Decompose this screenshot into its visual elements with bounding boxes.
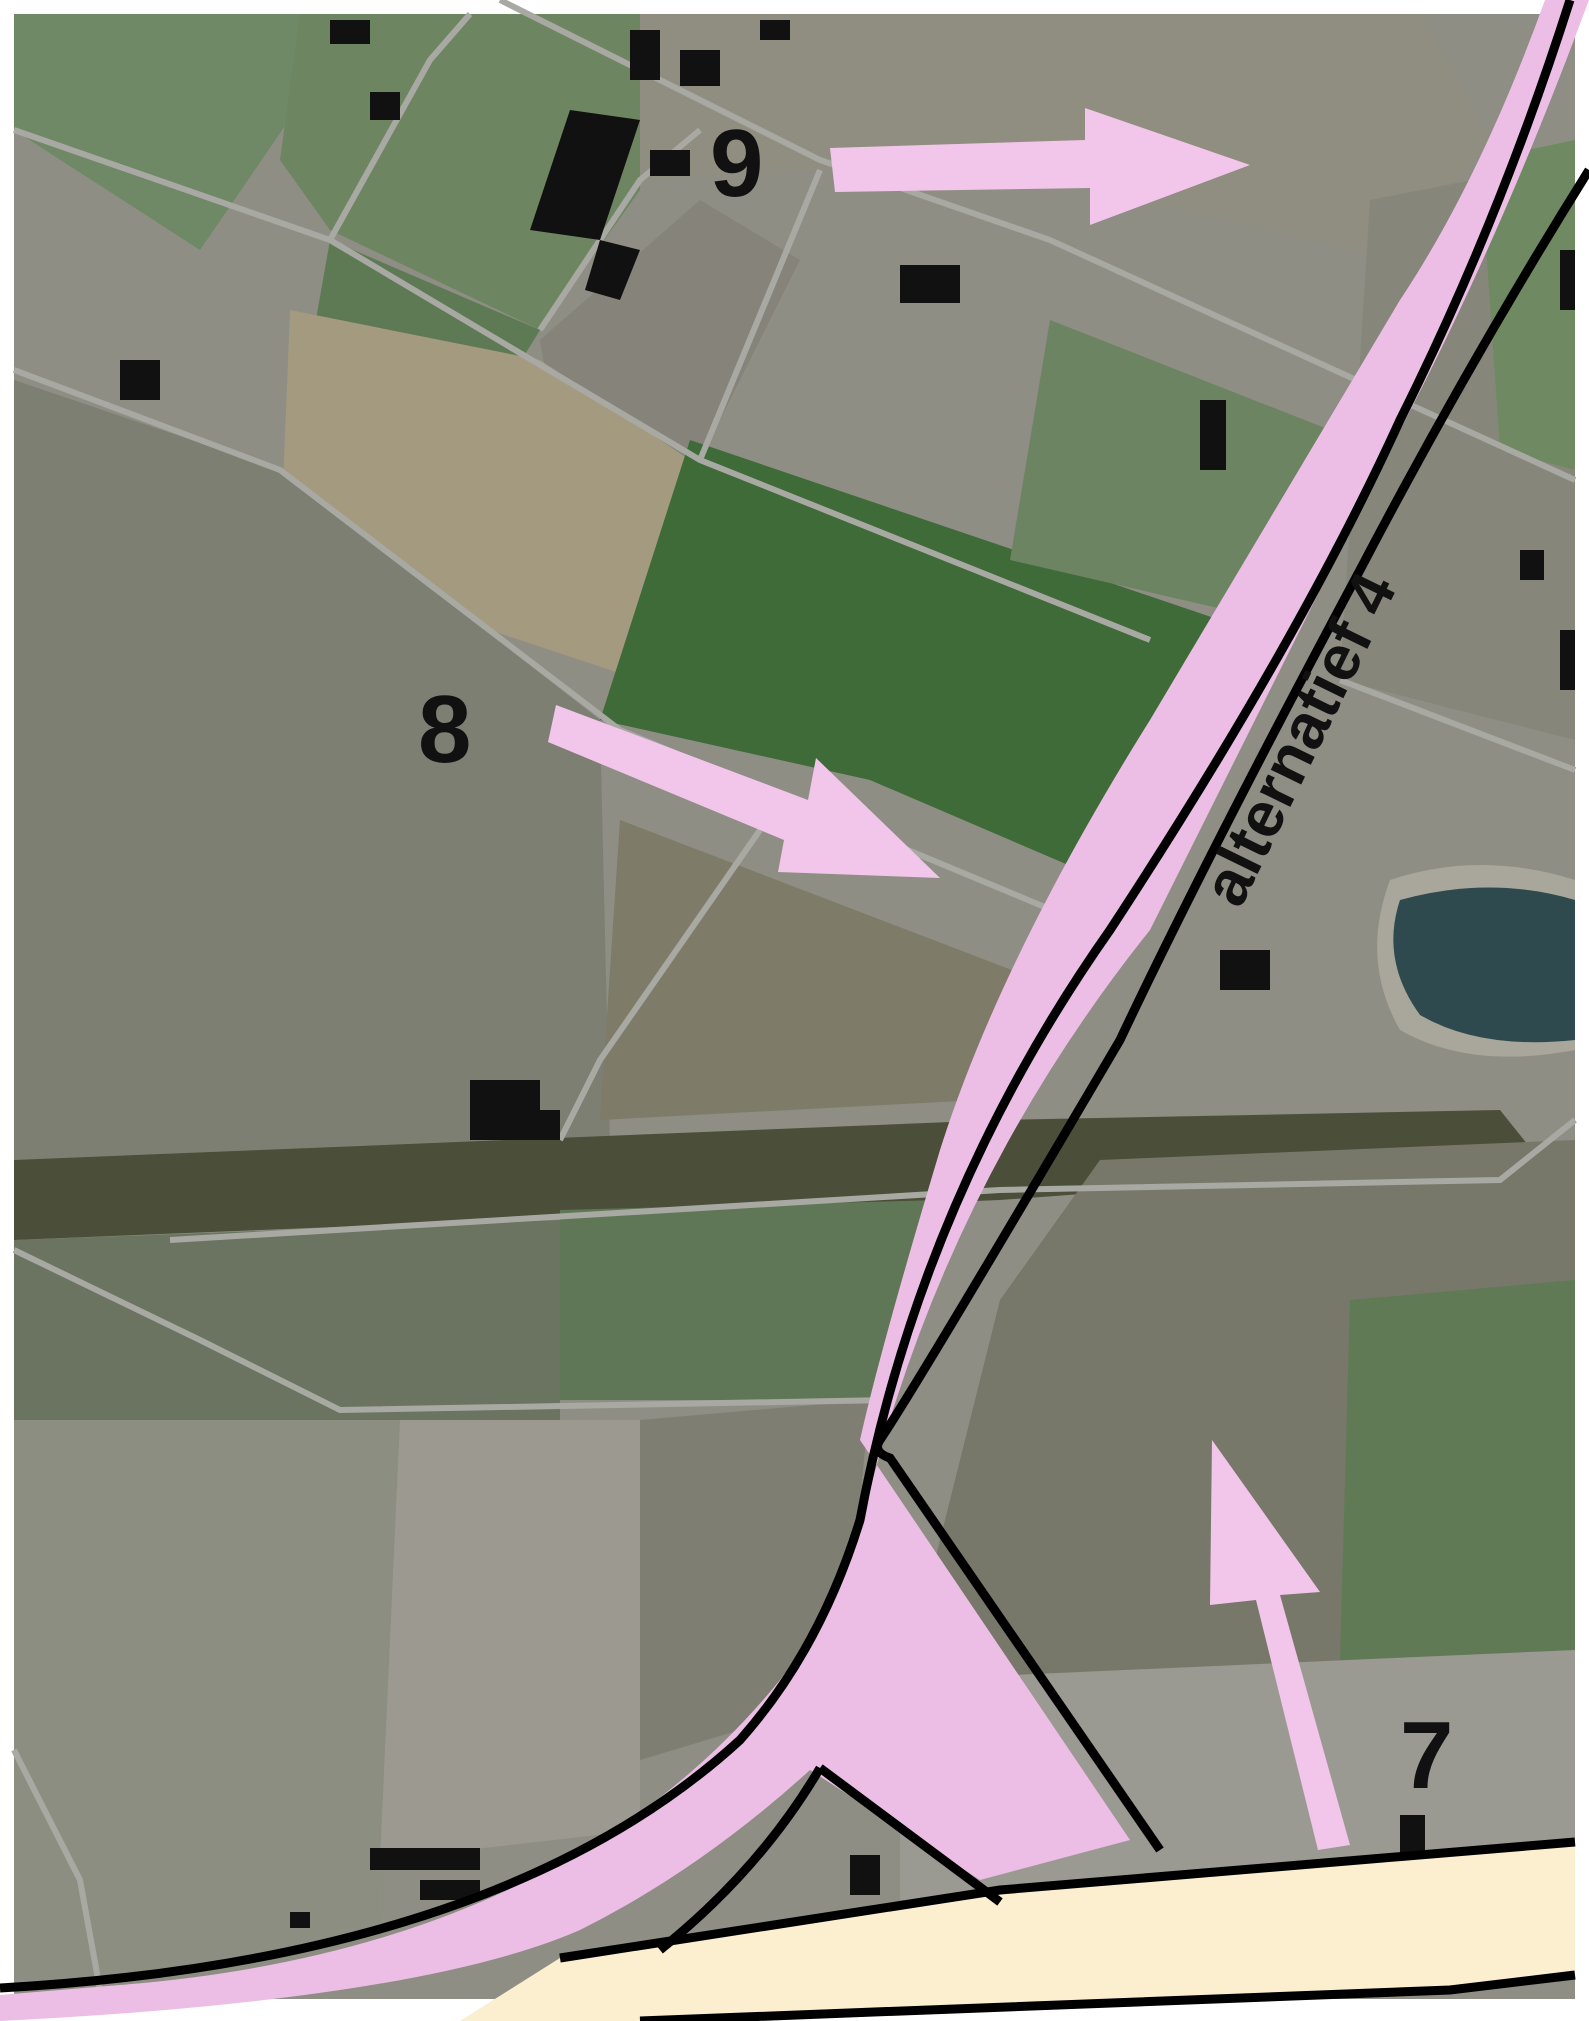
viewpoint-label-8: 8 xyxy=(418,676,471,783)
viewpoint-arrow-9 xyxy=(830,108,1250,225)
viewpoint-arrow-7 xyxy=(1210,1440,1350,1850)
viewpoint-label-7: 7 xyxy=(1400,1702,1453,1809)
existing-road xyxy=(460,1837,1576,2021)
buildings xyxy=(120,20,1575,1928)
viewpoint-label-9: 9 xyxy=(710,110,763,217)
viewpoint-arrow-8 xyxy=(548,705,940,878)
viewpoint-arrows xyxy=(548,108,1350,1850)
pond xyxy=(1393,887,1575,1043)
local-paths xyxy=(11,0,1577,1991)
aerial-background xyxy=(14,14,1575,1999)
